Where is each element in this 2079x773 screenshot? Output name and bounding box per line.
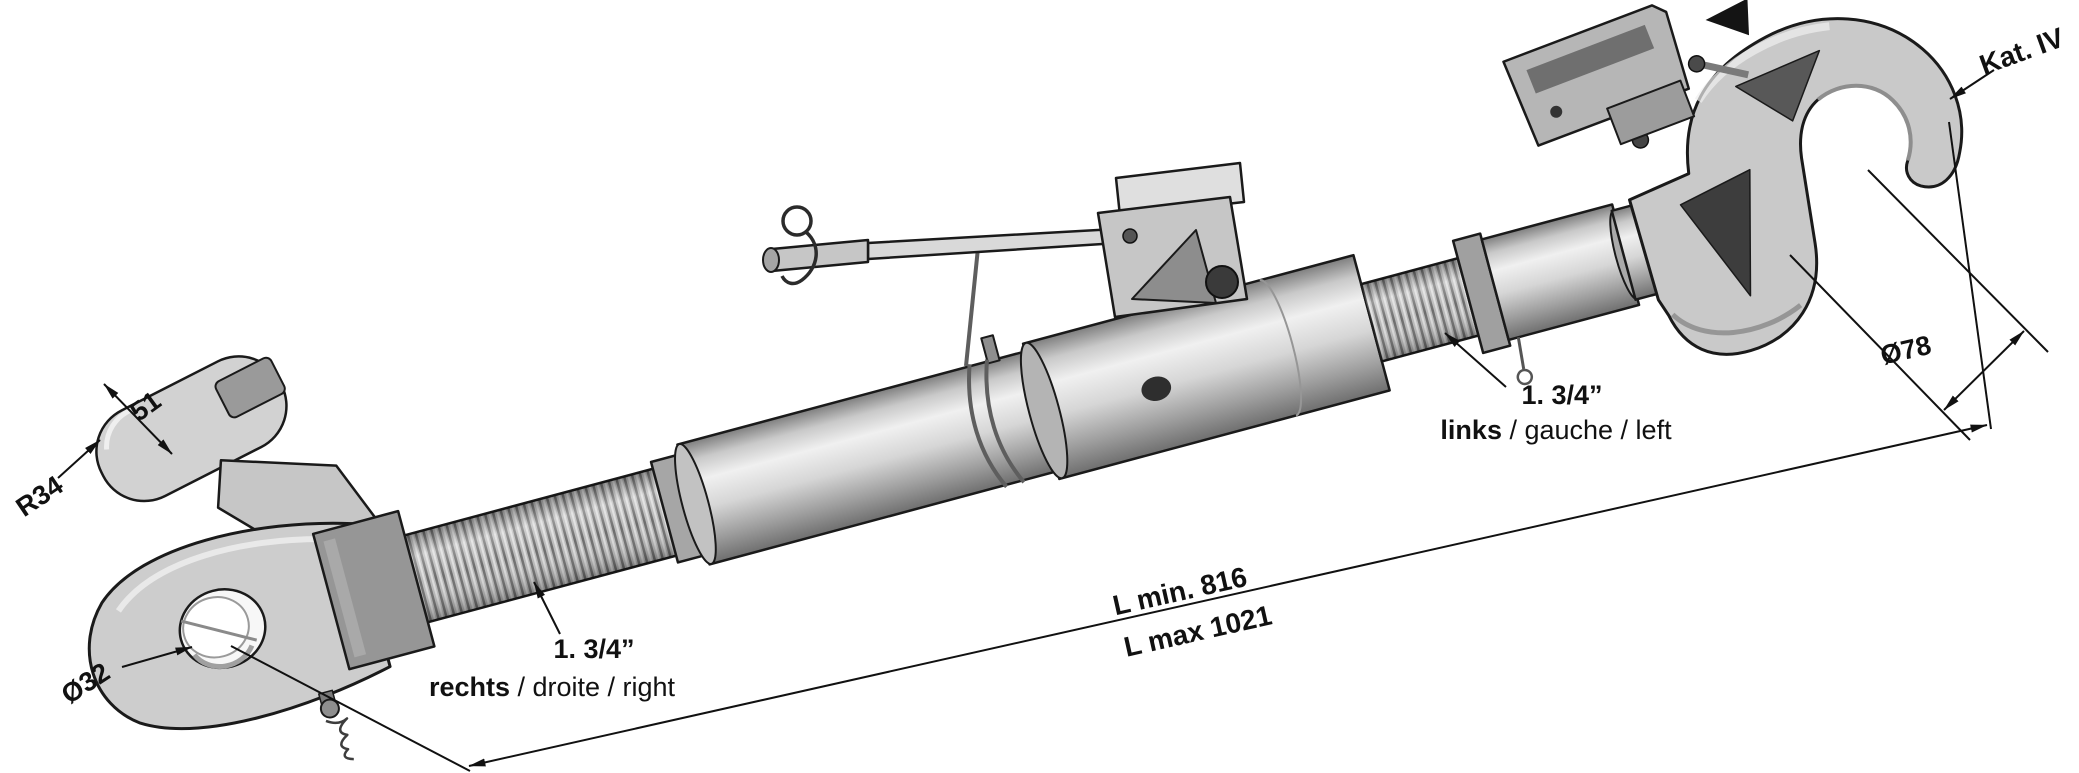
logo-triangle [1705, 0, 1750, 36]
claw-hook [1502, 0, 1964, 356]
clevis-fork [87, 355, 436, 761]
dim-length [468, 424, 1988, 767]
leader-thread-left [1444, 332, 1507, 388]
dim-51 [103, 383, 173, 455]
ext-length-left [230, 645, 471, 772]
right-body-tube [1451, 203, 1641, 386]
label-thread-left-size: 1. 3/4” [1521, 380, 1603, 411]
hook-body [1628, 17, 1964, 356]
ext-dia78-b [1867, 169, 2049, 353]
label-thread-right-bold: rechts [428, 672, 510, 703]
top-link-assembly [87, 0, 1964, 761]
tube-hole [1141, 376, 1172, 401]
small-pin-ring [1516, 368, 1534, 386]
ext-length-right [1948, 121, 1992, 430]
locking-handle [762, 161, 1249, 367]
ext-dia78-a [1789, 254, 1971, 441]
latch-pin [1205, 265, 1239, 299]
label-thread-right-rest: / droite / right [509, 672, 676, 703]
grease-nipple [319, 698, 340, 719]
label-thread-right-direction: rechts / droite / right [428, 672, 676, 703]
leader-dia32 [121, 646, 193, 668]
hook-cutout-dark [1679, 168, 1752, 297]
linch-pin-spring [325, 717, 354, 761]
label-thread-left-rest: / gauche / left [1501, 415, 1672, 446]
cotter-ring [781, 205, 813, 237]
inner-tube [674, 334, 1059, 566]
leader-r34 [57, 439, 101, 479]
dimension-lines [57, 69, 2049, 772]
label-thread-left-bold: links [1440, 415, 1502, 446]
label-thread-right-size: 1. 3/4” [553, 634, 635, 665]
leader-kat-iv [1949, 69, 1995, 100]
hook-latch-housing [1502, 0, 1750, 147]
label-thread-left-direction: links / gauche / left [1440, 415, 1672, 446]
stop-pin [980, 334, 1001, 365]
